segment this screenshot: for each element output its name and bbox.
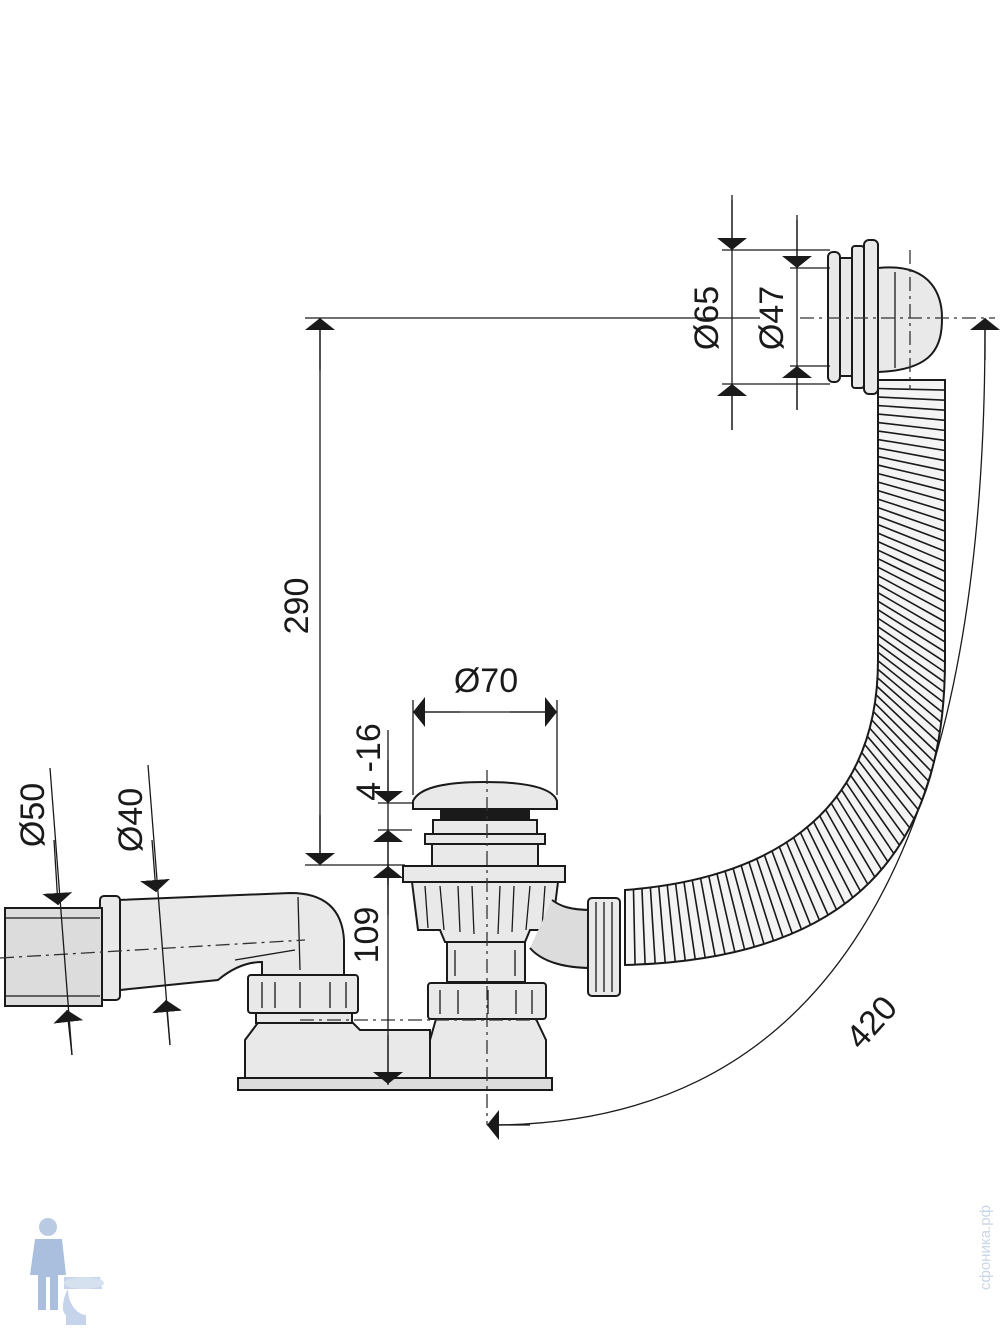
hose-rib xyxy=(877,634,946,683)
hose-rib xyxy=(877,489,946,512)
hose-rib xyxy=(877,643,945,693)
hose-rib xyxy=(877,472,946,492)
dim-290-label: 290 xyxy=(278,578,316,635)
hose-rib xyxy=(877,668,942,723)
hose-rib xyxy=(683,881,697,960)
hose-rib xyxy=(877,396,946,401)
hose-rib xyxy=(849,774,901,846)
hose-rib xyxy=(877,498,946,522)
hose-rib xyxy=(877,404,946,412)
hose-rib xyxy=(763,854,794,934)
dim-4-16: 4 -16 xyxy=(350,723,412,885)
hose-rib xyxy=(812,821,854,899)
hose-rib xyxy=(871,719,930,782)
hose-rib xyxy=(864,743,919,811)
hose-rib xyxy=(861,751,915,820)
hose-rib xyxy=(840,789,889,863)
hose-rib xyxy=(866,735,923,801)
hose-rib xyxy=(877,583,946,623)
hose-rib xyxy=(778,846,812,926)
hose-rib xyxy=(877,592,946,633)
hose-rib xyxy=(830,802,876,878)
hose-rib xyxy=(799,832,838,910)
hose-rib xyxy=(877,540,946,573)
hose-rib xyxy=(824,809,869,885)
dim-d70-label: Ø70 xyxy=(454,662,518,700)
hose-rib xyxy=(877,387,946,391)
dim-4-16-label: 4 -16 xyxy=(350,723,388,801)
hose-rib xyxy=(857,759,911,829)
hose-rib xyxy=(877,481,946,502)
hose-rib xyxy=(877,455,946,472)
dim-109-label: 109 xyxy=(348,907,386,964)
hose-rib xyxy=(771,850,803,930)
hose-rib xyxy=(877,549,946,583)
hose-rib xyxy=(876,677,941,733)
hose-rib xyxy=(716,873,736,953)
hose-rib xyxy=(732,868,756,948)
dim-d50-label: Ø50 xyxy=(14,783,52,847)
hose-rib xyxy=(877,523,946,552)
plumber-toilet-logo xyxy=(30,1218,104,1325)
hose-rib xyxy=(877,421,946,432)
hose-rib xyxy=(877,574,946,613)
hose-rib xyxy=(874,702,935,763)
hose-rib xyxy=(877,413,946,422)
hose-rib xyxy=(877,609,946,653)
hose-rib xyxy=(877,651,944,703)
hose-rib xyxy=(877,438,946,452)
center-lines xyxy=(0,250,995,1125)
hose-rib xyxy=(877,447,946,462)
dim-d40-label: Ø40 xyxy=(112,788,150,852)
hose-rib xyxy=(699,878,716,957)
hose-rib xyxy=(724,870,746,950)
hose-rib xyxy=(877,430,946,442)
hose-rib xyxy=(845,782,895,855)
dim-d47: Ø47 xyxy=(753,215,830,410)
hose-rib xyxy=(877,515,946,542)
hose-rib xyxy=(755,858,784,938)
drain-body xyxy=(402,780,621,1079)
hose-rib xyxy=(806,826,846,905)
hose-rib xyxy=(632,889,636,965)
hose-rib xyxy=(658,886,667,963)
dim-420-label: 420 xyxy=(839,989,905,1057)
hose-rib xyxy=(785,842,821,921)
hose-rib xyxy=(875,694,937,753)
corrugated-hose xyxy=(624,379,946,967)
hose-rib xyxy=(877,464,946,482)
dim-109: 109 xyxy=(348,865,403,1085)
hose-rib xyxy=(877,660,943,713)
hose-rib xyxy=(641,888,646,965)
hose-rib xyxy=(748,861,775,942)
hose-rib xyxy=(818,815,862,892)
hose-rib xyxy=(740,865,765,945)
dim-d40: Ø40 xyxy=(112,764,183,1046)
hose-rib xyxy=(869,727,927,792)
overflow-head xyxy=(827,239,944,395)
hose-rib xyxy=(691,880,707,959)
dim-d70: Ø70 xyxy=(412,662,558,795)
hose-rib xyxy=(876,685,939,743)
hose-rib xyxy=(792,837,829,916)
watermark-text: сфоника.рф xyxy=(977,1205,994,1290)
hose-rib xyxy=(877,626,946,673)
hose-rib xyxy=(649,887,656,964)
hose-rib xyxy=(877,532,946,563)
hose-rib xyxy=(708,875,726,955)
hose-rib xyxy=(872,711,933,773)
hose-rib xyxy=(877,566,946,603)
hose-rib xyxy=(674,883,687,961)
hose-rib xyxy=(666,884,677,962)
hose-rib xyxy=(877,600,946,643)
hose-rib xyxy=(877,506,946,532)
dim-d50: Ø50 xyxy=(14,767,84,1056)
hose-rib xyxy=(877,557,946,593)
hose-rib xyxy=(853,767,906,838)
trap-and-base xyxy=(4,891,553,1091)
hose-rib xyxy=(835,796,883,870)
hose-rib xyxy=(877,617,946,663)
